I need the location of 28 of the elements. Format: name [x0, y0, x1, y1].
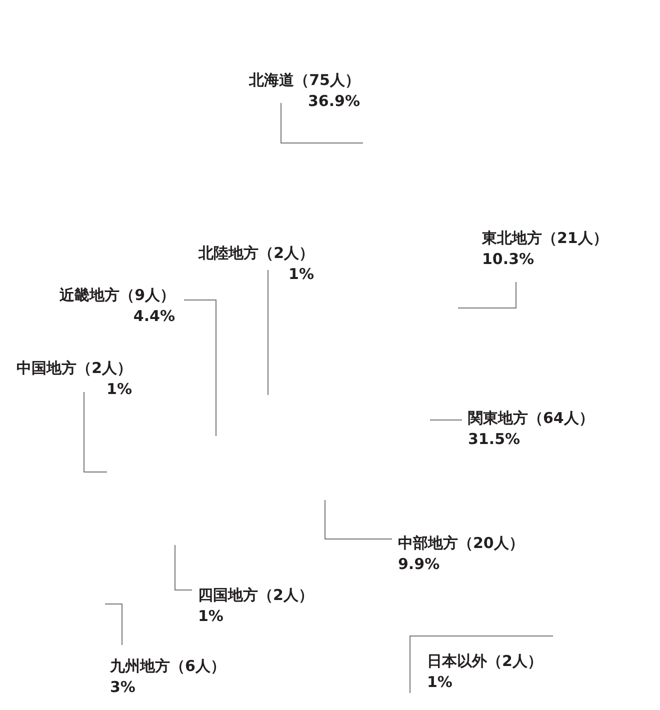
region-label: 北陸地方（2人） — [198, 243, 314, 264]
percentage-label: 36.9% — [306, 91, 360, 112]
percentage-label: 1% — [288, 264, 314, 285]
region-label: 中部地方（20人） — [398, 533, 524, 554]
percentage-label: 4.4% — [132, 306, 175, 327]
region-label: 東北地方（21人） — [482, 228, 608, 249]
leader-line — [184, 300, 216, 436]
region-label: 関東地方（64人） — [468, 408, 594, 429]
region-label: 四国地方（2人） — [198, 585, 314, 606]
leader-line — [458, 282, 516, 308]
region-label: 北海道（75人） — [249, 70, 360, 91]
percentage-label: 10.3% — [482, 249, 536, 270]
leader-line — [410, 636, 554, 694]
region-label: 日本以外（2人） — [427, 651, 542, 672]
percentage-label: 3% — [110, 677, 136, 698]
region-label: 近畿地方（9人） — [60, 285, 175, 306]
leader-line — [174, 544, 192, 590]
percentage-label: 1% — [427, 672, 454, 693]
percentage-label: 1% — [198, 606, 224, 627]
leader-line — [84, 392, 108, 472]
region-label: 九州地方（6人） — [110, 656, 226, 677]
region-label: 中国地方（2人） — [16, 358, 132, 379]
percentage-label: 31.5% — [468, 429, 522, 450]
leader-line — [104, 604, 122, 646]
percentage-label: 9.9% — [398, 554, 441, 575]
leader-line — [324, 500, 392, 540]
leader-line — [280, 102, 364, 144]
percentage-label: 1% — [106, 379, 132, 400]
